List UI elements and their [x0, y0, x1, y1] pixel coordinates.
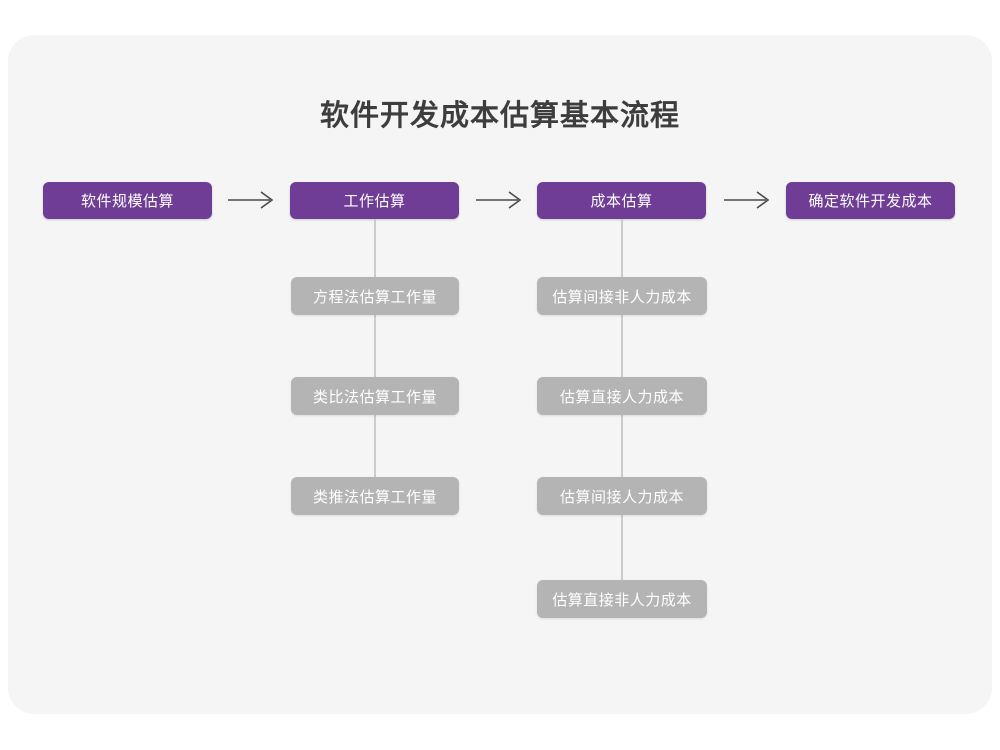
branch-node-direct-non-labor-cost[interactable]: 估算直接非人力成本: [537, 580, 707, 618]
branch-node-label: 估算直接人力成本: [559, 388, 684, 406]
branch-node-analogy-method-effort[interactable]: 类比法估算工作量: [291, 377, 459, 415]
connector-line-work-1: [374, 219, 376, 277]
branch-node-label: 类比法估算工作量: [312, 388, 437, 406]
stage-node-work-estimation[interactable]: 工作估算: [290, 182, 459, 219]
branch-node-label: 类推法估算工作量: [312, 488, 437, 506]
branch-node-indirect-non-labor-cost[interactable]: 估算间接非人力成本: [537, 277, 707, 315]
long-right-arrow-icon-1: [224, 185, 280, 215]
stage-node-determine-development-cost[interactable]: 确定软件开发成本: [786, 182, 955, 219]
diagram-card: [8, 35, 992, 714]
branch-node-label: 方程法估算工作量: [312, 288, 437, 306]
branch-node-indirect-labor-cost[interactable]: 估算间接人力成本: [537, 477, 707, 515]
branch-node-direct-labor-cost[interactable]: 估算直接人力成本: [537, 377, 707, 415]
stage-node-label: 确定软件开发成本: [808, 193, 933, 210]
stage-node-software-scale-estimation[interactable]: 软件规模估算: [43, 182, 212, 219]
connector-line-work-2: [374, 315, 376, 377]
branch-node-label: 估算间接非人力成本: [552, 288, 692, 306]
branch-node-label: 估算直接非人力成本: [552, 591, 692, 609]
page-title: 软件开发成本估算基本流程: [319, 100, 680, 132]
connector-line-cost-3: [621, 415, 623, 477]
branch-node-equation-method-effort[interactable]: 方程法估算工作量: [291, 277, 459, 315]
branch-node-label: 估算间接人力成本: [559, 488, 684, 506]
stage-node-cost-estimation[interactable]: 成本估算: [537, 182, 706, 219]
connector-line-work-3: [374, 415, 376, 477]
connector-line-cost-2: [621, 315, 623, 377]
long-right-arrow-icon-2: [472, 185, 528, 215]
connector-line-cost-4: [621, 515, 623, 580]
stage-node-label: 软件规模估算: [80, 193, 174, 210]
branch-node-analogical-method-effort[interactable]: 类推法估算工作量: [291, 477, 459, 515]
connector-line-cost-1: [621, 219, 623, 277]
stage-node-label: 成本估算: [590, 193, 653, 210]
long-right-arrow-icon-3: [720, 185, 776, 215]
stage-node-label: 工作估算: [343, 193, 406, 210]
